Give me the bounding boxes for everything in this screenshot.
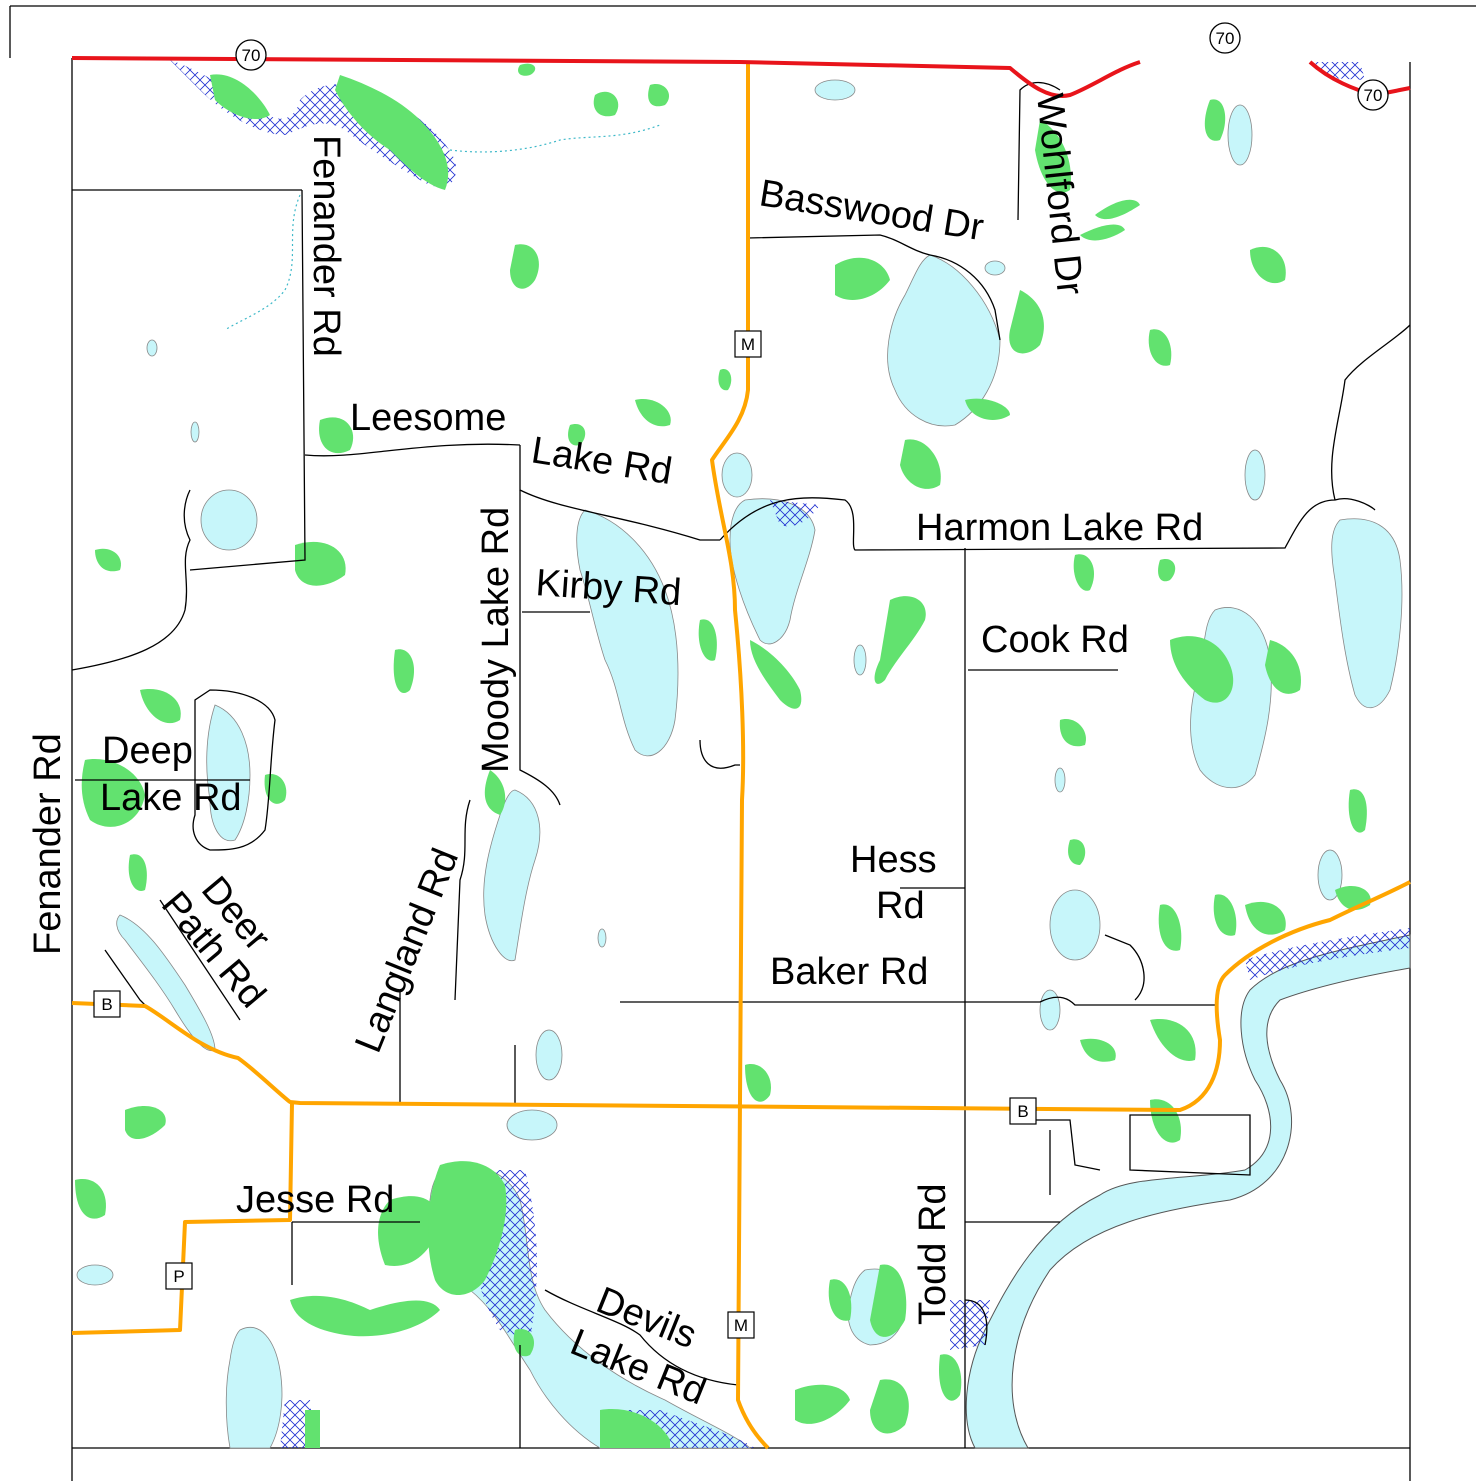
svg-text:P: P <box>173 1267 184 1286</box>
shield-70-east: 70 <box>1357 79 1389 111</box>
small-lake-17 <box>1054 767 1066 793</box>
small-lake-1 <box>200 489 258 551</box>
small-lake-14 <box>190 421 200 443</box>
small-lake-15 <box>984 260 1006 276</box>
moody-lake <box>483 789 541 962</box>
basswood-lake <box>887 254 1001 427</box>
local-roads <box>71 81 1411 1448</box>
label-harmon: Harmon Lake Rd <box>916 507 1203 549</box>
svg-text:B: B <box>101 995 112 1014</box>
label-basswood: Basswood Dr <box>757 172 987 249</box>
label-todd: Todd Rd <box>912 1183 954 1325</box>
small-lake-10 <box>1039 989 1061 1031</box>
kirby-lake <box>576 509 679 757</box>
state-highway-70 <box>71 56 1411 98</box>
shield-m-north: M <box>734 330 762 358</box>
label-hess-2: Rd <box>876 885 925 927</box>
small-lake-3 <box>535 1029 563 1081</box>
vegetation <box>75 63 1371 1448</box>
creeks <box>224 124 661 331</box>
small-lake-2 <box>721 452 753 498</box>
svg-text:B: B <box>1017 1102 1028 1121</box>
shield-70-west: 70 <box>235 39 267 71</box>
small-lake-5 <box>1244 449 1266 501</box>
east-lake-top <box>1331 518 1403 708</box>
svg-text:70: 70 <box>242 46 261 65</box>
shield-b-east: B <box>1009 1097 1037 1125</box>
small-lake-4 <box>1227 104 1253 166</box>
label-hess-1: Hess <box>850 839 937 881</box>
road-labels: Fenander Rd Fenander Rd Leesome Lake Rd … <box>27 92 1203 1414</box>
highway-p <box>71 1102 294 1335</box>
label-cook: Cook Rd <box>981 619 1129 661</box>
county-highways <box>71 62 1411 1450</box>
svg-text:70: 70 <box>1364 86 1383 105</box>
lakes <box>76 79 1403 1449</box>
label-fenander-west: Fenander Rd <box>27 733 69 955</box>
label-langland: Langland Rd <box>347 843 467 1059</box>
highway-m <box>710 62 770 1450</box>
small-lake-16 <box>597 928 607 948</box>
label-leesome-2: Lake Rd <box>529 429 675 493</box>
label-deep-2: Lake Rd <box>100 777 242 819</box>
label-baker: Baker Rd <box>770 951 928 993</box>
label-deep-1: Deep <box>102 730 193 772</box>
small-lake-8 <box>76 1264 114 1286</box>
shield-p: P <box>165 1262 193 1290</box>
svg-text:M: M <box>741 335 755 354</box>
shield-m-south: M <box>727 1311 755 1339</box>
svg-text:70: 70 <box>1216 29 1235 48</box>
label-leesome-1: Leesome <box>350 397 506 439</box>
label-moody: Moody Lake Rd <box>475 507 517 773</box>
harmon-lake <box>729 498 816 645</box>
svg-text:M: M <box>734 1316 748 1335</box>
label-fenander-north: Fenander Rd <box>305 135 347 357</box>
small-lake-6 <box>1049 889 1101 961</box>
south-lake-1 <box>225 1327 283 1449</box>
small-lake-11 <box>1317 849 1343 901</box>
river <box>965 934 1411 1449</box>
label-wohlford: Wohlford Dr <box>1028 92 1091 298</box>
shield-70-north: 70 <box>1209 22 1241 54</box>
deep-lake <box>206 704 251 842</box>
label-jesse: Jesse Rd <box>236 1179 394 1221</box>
label-kirby: Kirby Rd <box>534 562 682 614</box>
shield-b-west: B <box>93 990 121 1018</box>
small-lake-12 <box>853 644 867 676</box>
small-lake-13 <box>146 339 158 357</box>
highway-b <box>71 880 1411 1112</box>
small-lake-9 <box>506 1109 558 1141</box>
small-lake-7 <box>814 79 856 101</box>
